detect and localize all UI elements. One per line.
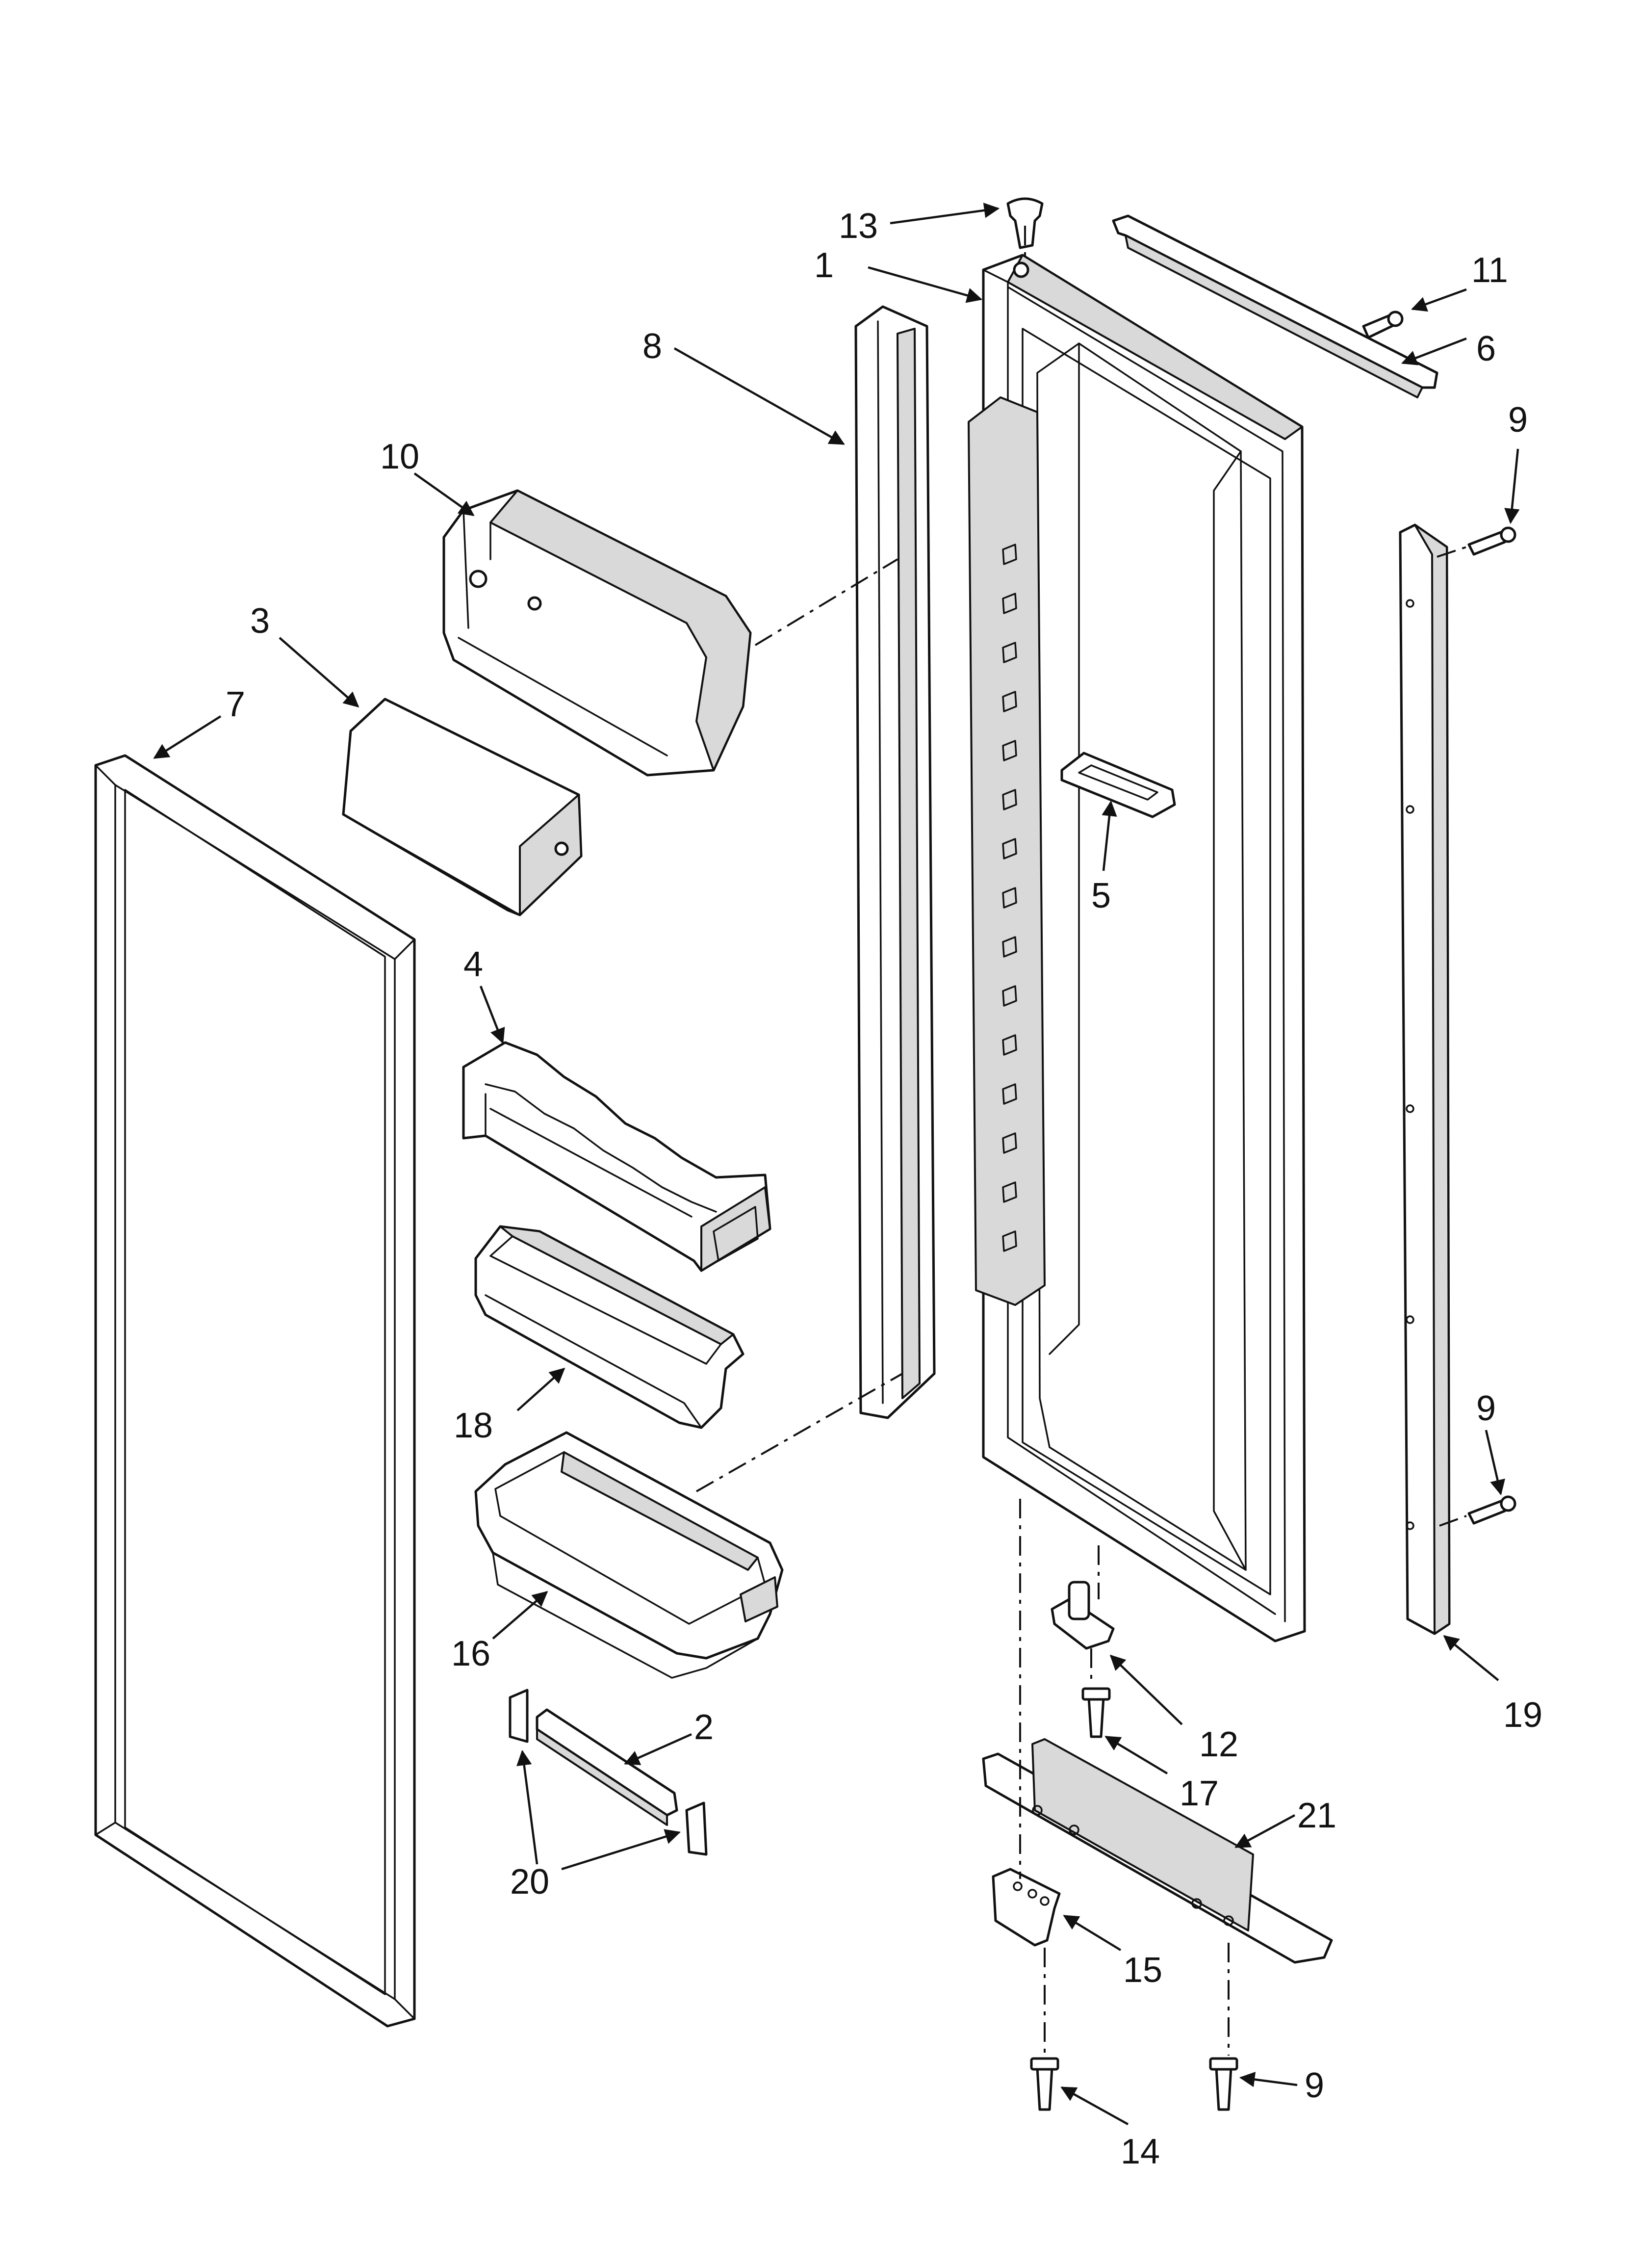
callout-4: 4 [463,945,483,984]
callout-7: 7 [226,685,245,724]
callout-10: 10 [380,437,419,476]
callout-1: 1 [814,246,834,285]
part-17-screw [1081,1687,1111,1738]
part-20-end-caps [509,1689,708,1856]
callout-18: 18 [454,1406,493,1445]
part-8-door-stop [854,305,936,1419]
part-5-cup [1060,752,1176,818]
part-19-side-trim [1399,523,1451,1635]
callout-5: 5 [1091,876,1111,915]
part-10-dairy-bin [442,489,752,777]
callout-3: 3 [250,601,270,641]
part-7-door-gasket [94,754,416,2028]
callout-16: 16 [451,1634,490,1673]
callout-21: 21 [1297,1796,1336,1835]
part-1-door-liner [968,254,1306,1642]
callout-13: 13 [839,207,878,246]
part-3-dairy-door [342,698,583,916]
part-4-can-rack [462,1041,771,1272]
callout-9-mid: 9 [1476,1389,1496,1428]
callout-9-bottom: 9 [1305,2066,1324,2105]
callout-labels: 13 1 11 6 9 8 10 3 7 5 4 18 9 16 19 12 2… [226,207,1542,2171]
part-14-screw [1030,2057,1059,2111]
part-12-hinge-pin [1051,1581,1115,1650]
callout-8: 8 [642,327,662,366]
callout-9-top: 9 [1508,400,1528,440]
callout-12: 12 [1199,1725,1238,1764]
callout-20: 20 [510,1862,549,1902]
callout-15: 15 [1123,1951,1162,1990]
callout-14: 14 [1121,2132,1160,2171]
part-9-screw-top [1467,526,1516,556]
part-21-bottom-bracket [982,1738,1333,1964]
part-15-hinge-plate [992,1868,1061,1947]
part-2-bin-slide [536,1708,678,1826]
part-16-large-door-bin [474,1431,784,1679]
part-9-screw-bottom [1209,2057,1238,2111]
part-9-screw-mid [1467,1495,1516,1525]
callout-11: 11 [1471,251,1508,290]
callout-2: 2 [694,1708,714,1747]
part-18-door-bin [474,1225,744,1429]
callout-19: 19 [1503,1695,1542,1735]
leader-lines [153,203,1520,2125]
alignment-lines [696,226,1467,2056]
callout-6: 6 [1476,329,1496,368]
part-11-screw [1362,311,1404,339]
callout-17: 17 [1180,1774,1219,1813]
part-6-top-trim [1112,214,1438,398]
part-13-plug [1006,197,1044,249]
